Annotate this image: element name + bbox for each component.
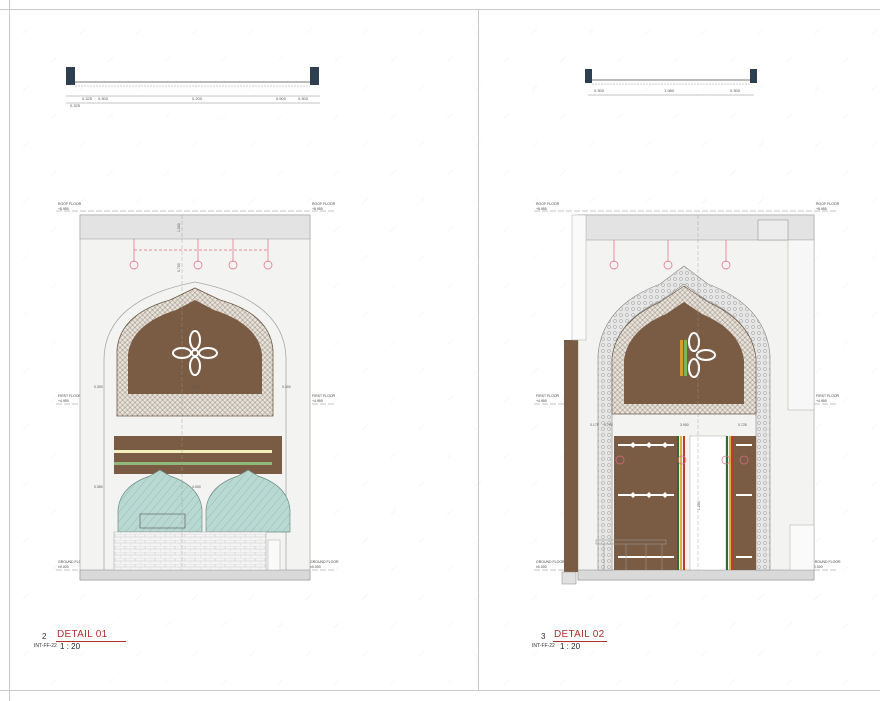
level-elev-roof-r: +8.950 <box>312 207 323 211</box>
strip-light <box>114 450 272 453</box>
dim-left-6: 0.350 <box>94 485 103 489</box>
floor-slab-right <box>577 569 815 581</box>
detail-title-02: DETAIL 02 <box>554 629 605 640</box>
detail-scale-02: 1 : 20 <box>560 642 581 651</box>
counter-outline <box>139 513 186 529</box>
pendant-lights-left <box>129 239 273 270</box>
level-label-roof-r: ROOF FLOOR <box>312 202 336 206</box>
ceiling-band-left <box>79 214 311 240</box>
half-flower-motif-icon <box>688 332 716 378</box>
sheet-frame-bottom <box>0 690 880 691</box>
shelf-right <box>789 524 815 571</box>
level-elev-roof: +8.950 <box>58 207 69 211</box>
dimensions-left: 1.000 0.700 0.300 1.600 0.300 0.350 4.00… <box>94 215 291 570</box>
side-post <box>267 539 281 571</box>
dim-right-3: 0.725 <box>738 423 747 427</box>
plan-strip-left: 0.325 0.300 0.200 0.500 0.325 0.300 <box>66 67 320 108</box>
dim-right-1: 0.175 <box>590 423 599 427</box>
level-label-roof-2r: ROOF FLOOR <box>816 202 840 206</box>
arch-outline-left <box>103 281 287 570</box>
glass-dome-left <box>117 469 203 533</box>
level-label-first-2: FIRST FLOOR <box>536 394 560 398</box>
level-elev-first-2: +4.950 <box>536 399 547 403</box>
detail-01: 0.325 0.300 0.200 0.500 0.325 0.300 ROOF… <box>56 67 339 581</box>
level-label-first: FIRST FLOOR <box>58 394 82 398</box>
sheet-frame-top <box>0 9 880 10</box>
strip-green <box>114 462 272 465</box>
detail-title-01: DETAIL 01 <box>57 629 108 640</box>
level-elev-ground: ±0.000 <box>58 565 69 569</box>
plan-dim-6: 0.300 <box>298 96 309 101</box>
dimensions-right: 0.175 0.700 0.725 3.900 1.200 <box>590 215 747 570</box>
door-opening <box>689 435 727 571</box>
detail-number-02: 3 <box>541 632 546 641</box>
furniture-tables <box>595 539 667 570</box>
detail-underline-02 <box>553 641 607 642</box>
pendant-lights-right <box>609 240 731 270</box>
dim-left-7: 4.000 <box>192 485 201 489</box>
level-elev-first: +4.950 <box>58 399 69 403</box>
level-elev-roof-2r: +8.950 <box>816 207 827 211</box>
detail-02: 0.300 1.980 0.300 ROOF FLOOR +8.950 ROOF… <box>534 69 841 585</box>
level-label-roof-2: ROOF FLOOR <box>536 202 560 206</box>
detail-scale-01: 1 : 20 <box>60 642 81 651</box>
column-upper <box>571 214 587 341</box>
dim-right-5: 1.200 <box>697 501 701 510</box>
stone-arch-frame <box>597 265 771 571</box>
level-elev-roof-2: +8.950 <box>536 207 547 211</box>
window-frame-right <box>787 239 815 411</box>
dim-left-2: 0.700 <box>177 263 181 272</box>
level-label-ground-2: GROUND FLOOR <box>536 560 565 564</box>
sheet-frame-left <box>9 0 10 701</box>
wood-column-left <box>564 340 578 572</box>
wood-band <box>114 436 282 474</box>
level-label-ground-2r: GROUND FLOOR <box>812 560 841 564</box>
level-elev-first-r: +4.950 <box>312 399 323 403</box>
plan-strip-right: 0.300 1.980 0.300 <box>585 69 757 96</box>
plan-dim-4: 0.500 <box>276 96 287 101</box>
lower-panel-right <box>730 436 756 570</box>
stripe-green <box>684 340 687 376</box>
wall-sconces <box>615 455 749 465</box>
plan-dim-r1: 0.300 <box>594 88 605 93</box>
brick-base <box>113 531 267 571</box>
colored-stripes <box>677 436 734 570</box>
dim-right-4: 3.900 <box>680 423 689 427</box>
plan-dim-1: 0.325 <box>82 96 93 101</box>
glass-dome-right <box>205 469 291 533</box>
level-elev-ground-r: ±0.000 <box>310 565 321 569</box>
dim-left-1: 1.000 <box>177 223 181 232</box>
level-label-roof: ROOF FLOOR <box>58 202 82 206</box>
dim-right-2: 0.700 <box>604 423 613 427</box>
dim-left-4: 1.600 <box>192 385 201 389</box>
sheet-divider <box>478 9 479 690</box>
stripe-orange <box>680 340 683 376</box>
level-label-first-2r: FIRST FLOOR <box>816 394 840 398</box>
plan-dim-2: 0.300 <box>98 96 109 101</box>
level-label-ground: GROUND FLOOR <box>58 560 87 564</box>
level-elev-first-2r: +4.950 <box>816 399 827 403</box>
plan-dim-3: 0.200 <box>192 96 203 101</box>
detail-ref-01: INT-FF-22 <box>34 643 57 649</box>
plan-dim-r3: 0.300 <box>730 88 741 93</box>
dim-left-3: 0.300 <box>94 385 103 389</box>
column-base <box>561 571 577 585</box>
wood-arch-infill <box>128 300 262 394</box>
level-elev-ground-2: ±0.000 <box>536 565 547 569</box>
detail-underline-01 <box>56 641 126 642</box>
plan-dim-5: 0.325 <box>70 103 81 108</box>
beam-right <box>757 219 789 241</box>
detail-number-01: 2 <box>42 632 47 641</box>
level-label-first-r: FIRST FLOOR <box>312 394 336 398</box>
dim-left-5: 0.300 <box>282 385 291 389</box>
plan-dim-r2: 1.980 <box>664 88 675 93</box>
floor-slab-left <box>79 569 311 581</box>
detail-ref-02: INT-FF-22 <box>532 643 555 649</box>
level-label-ground-r: GROUND FLOOR <box>310 560 339 564</box>
level-elev-ground-2r: ±0.000 <box>812 565 823 569</box>
